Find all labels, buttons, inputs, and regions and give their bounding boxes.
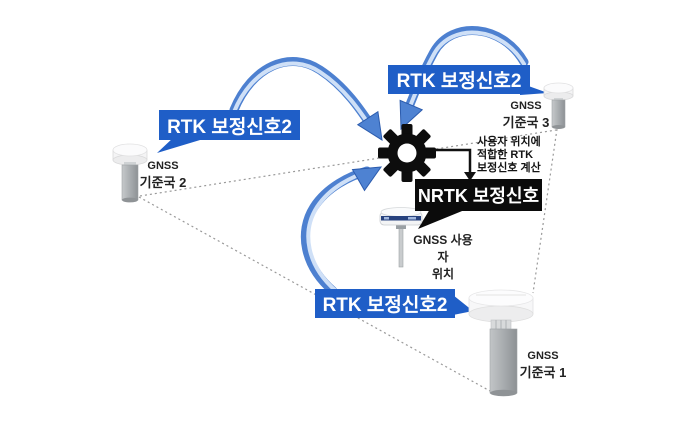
label-rtk-signal-left: RTK 보정신호2 — [159, 110, 300, 140]
swoosh-left-icon — [229, 57, 383, 142]
tail-nrtk-label — [418, 209, 467, 229]
baseline-dotted-lines — [138, 128, 558, 392]
swoosh-bottom-icon — [300, 166, 383, 296]
label-nrtk-signal: NRTK 보정신호 — [415, 179, 542, 211]
tail-left-label — [157, 137, 210, 153]
gnss-rover-icon — [379, 207, 423, 268]
label-rtk-signal-bottom: RTK 보정신호2 — [315, 289, 455, 318]
station3-label-line1: GNSS — [510, 100, 542, 112]
gnss-antenna-large-icon-station1 — [468, 289, 534, 397]
station3-label: GNSS 기준국 3 — [499, 100, 553, 131]
tail-bottom-label — [453, 295, 473, 315]
calc-note: 사용자 위치에 적합한 RTK 보정신호 계산 — [477, 136, 541, 174]
rtk-swoosh-arrows — [229, 26, 529, 296]
station2-label-line2: 기준국 2 — [139, 175, 187, 190]
user-location-label-line1: GNSS 사용자 — [413, 233, 473, 264]
station1-label: GNSS 기준국 1 — [516, 350, 570, 381]
station1-label-line1: GNSS — [527, 350, 559, 362]
station3-label-line2: 기준국 3 — [502, 115, 550, 130]
gnss-antenna-icon-station2 — [112, 143, 148, 203]
station2-label-line1: GNSS — [147, 160, 179, 172]
label-rtk-signal-right: RTK 보정신호2 — [388, 65, 530, 94]
swoosh-right-icon — [399, 26, 529, 131]
user-location-label-line2: 위치 — [431, 267, 455, 281]
user-location-label: GNSS 사용자 위치 — [410, 231, 476, 282]
station2-label: GNSS 기준국 2 — [136, 160, 190, 191]
station1-label-line2: 기준국 1 — [519, 365, 567, 380]
gear-icon — [378, 124, 436, 182]
gnss-antenna-icon-station3 — [543, 82, 574, 129]
gear-to-nrtk-arrow — [430, 148, 476, 181]
